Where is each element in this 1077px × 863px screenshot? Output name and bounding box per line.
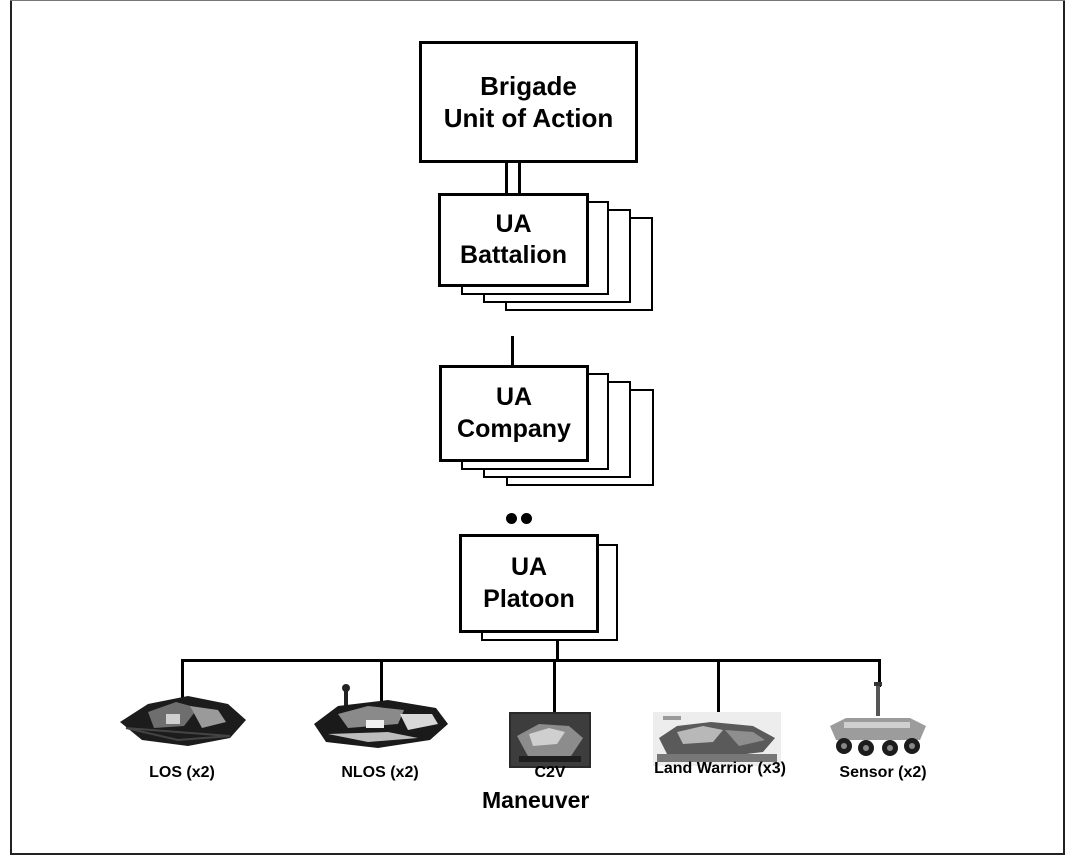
vehicle-caption-land-warrior: Land Warrior (x3): [654, 760, 786, 777]
drop-los: [181, 659, 184, 704]
vehicle-bus-line: [181, 659, 881, 662]
connector-dot: [506, 513, 517, 524]
company-label-line2: Company: [457, 414, 571, 443]
platoon-box: UA Platoon: [459, 534, 599, 633]
drop-land-warrior: [717, 659, 720, 715]
vehicle-caption-nlos: NLOS (x2): [341, 764, 419, 781]
connector-platoon-bus: [556, 641, 559, 661]
drop-sensor: [878, 659, 881, 687]
company-label-line1: UA: [495, 383, 533, 412]
nlos-vehicle-icon: [314, 684, 448, 748]
diagram-frame: [10, 0, 1065, 855]
battalion-label-line2: Battalion: [460, 241, 567, 269]
battalion-label-line1: UA: [495, 209, 532, 238]
drop-nlos: [380, 659, 383, 708]
battalion-box: UA Battalion: [438, 193, 589, 287]
vehicle-caption-los: LOS (x2): [149, 764, 215, 781]
c2v-vehicle-icon: [509, 712, 591, 768]
vehicle-caption-c2v: C2V: [534, 764, 566, 781]
brigade-label-line2: Unit of Action: [443, 103, 614, 133]
sensor-vehicle-icon: [830, 682, 926, 756]
company-box: UA Company: [439, 365, 589, 462]
brigade-box: Brigade Unit of Action: [419, 41, 638, 163]
connector-battalion-company: [511, 336, 514, 367]
land-warrior-icon: [653, 712, 781, 766]
platoon-label-line1: UA: [510, 553, 548, 582]
connector-brigade-battalion-b: [518, 163, 521, 195]
platoon-label-line2: Platoon: [483, 584, 575, 613]
diagram-frame-top: [10, 0, 1065, 1]
connector-brigade-battalion-a: [505, 163, 508, 195]
group-label-maneuver: Maneuver: [482, 787, 590, 813]
connector-dot: [521, 513, 532, 524]
brigade-label-line1: Brigade: [480, 70, 577, 101]
vehicle-caption-sensor: Sensor (x2): [839, 764, 927, 781]
los-vehicle-icon: [120, 696, 246, 746]
drop-c2v: [553, 659, 556, 712]
